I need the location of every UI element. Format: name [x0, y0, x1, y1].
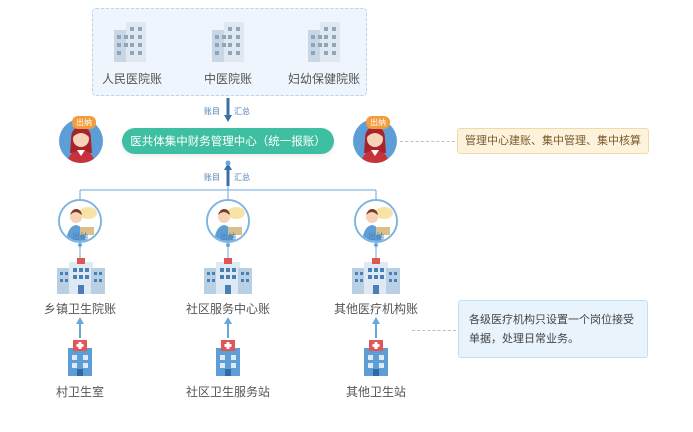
central-finance-center: 医共体集中财务管理中心（统一报账）	[122, 128, 334, 154]
note-connector	[400, 141, 455, 142]
other-station-label: 其他卫生站	[345, 385, 406, 399]
building-icon	[308, 22, 340, 62]
cashier-avatar-icon	[354, 199, 398, 243]
clinic-icon	[364, 340, 388, 376]
accountant-avatar-icon	[353, 119, 397, 163]
accountant-avatar-icon	[59, 119, 103, 163]
flow-label-posting: 账目	[204, 173, 220, 182]
township-hospital-label: 乡镇卫生院账	[43, 302, 116, 316]
flow-label-posting: 账目	[204, 107, 220, 116]
community-center-label: 社区服务中心账	[185, 302, 270, 316]
hospital-icon	[352, 258, 400, 294]
cashier-label: 出纳	[72, 232, 88, 241]
building-icon	[212, 22, 244, 62]
community-station-label: 社区卫生服务站	[185, 385, 270, 399]
clinic-icon	[216, 340, 240, 376]
management-note: 管理中心建账、集中管理、集中核算	[457, 128, 649, 154]
maternal-hospital-label: 妇幼保健院账	[287, 72, 360, 86]
people-hospital-label: 人民医院账	[101, 72, 162, 86]
hospital-icon	[204, 258, 252, 294]
cashier-label: 出纳	[368, 232, 384, 241]
flow-label-aggregate: 汇总	[234, 173, 250, 182]
tcm-hospital-label: 中医院账	[203, 72, 252, 86]
accountant-tag-right: 出纳	[366, 116, 390, 129]
note-connector	[412, 330, 456, 331]
clinic-icon	[68, 340, 92, 376]
other-institution-label: 其他医疗机构账	[333, 302, 418, 316]
cashier-avatar-icon	[206, 199, 250, 243]
institution-note: 各级医疗机构只设置一个岗位接受单据，处理日常业务。	[458, 300, 648, 358]
flow-label-aggregate: 汇总	[234, 107, 250, 116]
cashier-avatar-icon	[58, 199, 102, 243]
village-clinic-label: 村卫生室	[55, 385, 104, 399]
accountant-tag-left: 出纳	[72, 116, 96, 129]
building-icon	[114, 22, 146, 62]
hospital-icon	[57, 258, 105, 294]
cashier-label: 出纳	[220, 232, 236, 241]
